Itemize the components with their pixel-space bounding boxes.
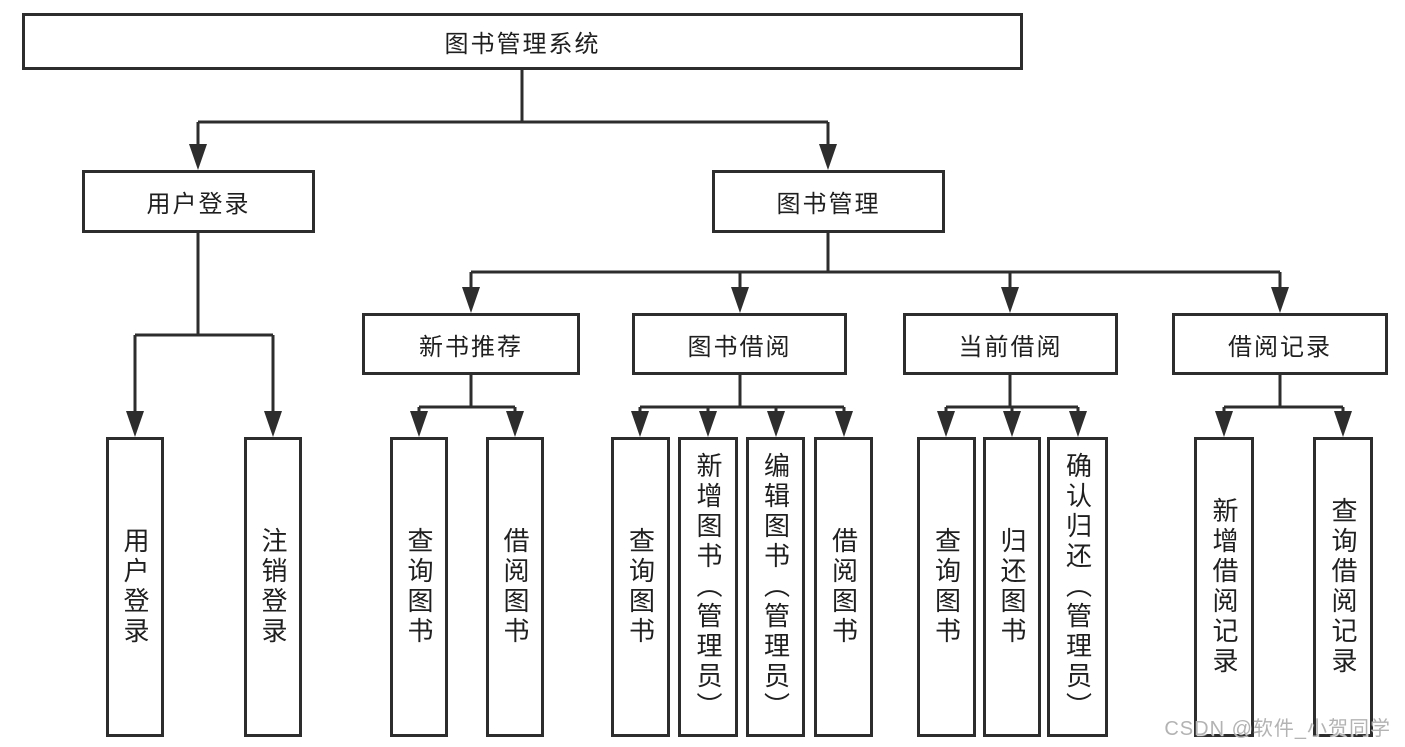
node-label: 新增借阅记录 bbox=[1209, 497, 1239, 677]
arrowhead-icon bbox=[506, 411, 524, 437]
node-label: 编辑图书（管理员） bbox=[760, 452, 791, 722]
arrowhead-icon bbox=[835, 411, 853, 437]
leaf-query-books-recommend: 查询图书 bbox=[390, 437, 448, 737]
leaf-confirm-return-admin: 确认归还（管理员） bbox=[1047, 437, 1108, 737]
arrowhead-icon bbox=[264, 411, 282, 437]
arrowhead-icon bbox=[767, 411, 785, 437]
arrowhead-icon bbox=[699, 411, 717, 437]
node-label: 借阅图书 bbox=[500, 527, 530, 647]
leaf-add-books-admin: 新增图书（管理员） bbox=[678, 437, 738, 737]
arrowhead-icon bbox=[1271, 287, 1289, 313]
node-label: 查询图书 bbox=[625, 527, 656, 647]
node-label: 用户登录 bbox=[120, 527, 150, 647]
arrowhead-icon bbox=[1001, 287, 1019, 313]
node-label: 图书管理 bbox=[776, 191, 881, 218]
arrowhead-icon bbox=[126, 411, 144, 437]
node-book-borrowing: 图书借阅 bbox=[632, 313, 847, 375]
leaf-return-books: 归还图书 bbox=[983, 437, 1041, 737]
node-book-management: 图书管理 bbox=[712, 170, 945, 233]
node-label: 查询图书 bbox=[404, 527, 434, 647]
node-label: 借阅记录 bbox=[1228, 333, 1332, 361]
node-label: 当前借阅 bbox=[958, 333, 1063, 361]
node-user-login: 用户登录 bbox=[82, 170, 315, 233]
arrowhead-icon bbox=[1215, 411, 1233, 437]
node-label: 确认归还（管理员） bbox=[1062, 452, 1093, 722]
node-label: 查询借阅记录 bbox=[1328, 497, 1358, 677]
arrowhead-icon bbox=[937, 411, 955, 437]
leaf-borrow-books: 借阅图书 bbox=[814, 437, 873, 737]
leaf-user-login: 用户登录 bbox=[106, 437, 164, 737]
arrowhead-icon bbox=[731, 287, 749, 313]
watermark: CSDN @软件_小贺同学 bbox=[1164, 718, 1391, 740]
arrowhead-icon bbox=[1069, 411, 1087, 437]
arrowhead-icon bbox=[189, 144, 207, 170]
node-label: 注销登录 bbox=[258, 527, 288, 647]
leaf-borrow-books-recommend: 借阅图书 bbox=[486, 437, 544, 737]
arrowhead-icon bbox=[819, 144, 837, 170]
leaf-query-borrow-record: 查询借阅记录 bbox=[1313, 437, 1373, 737]
node-label: 归还图书 bbox=[997, 527, 1027, 647]
leaf-query-books-borrow: 查询图书 bbox=[611, 437, 670, 737]
node-label: 借阅图书 bbox=[828, 527, 859, 647]
node-current-borrowing: 当前借阅 bbox=[903, 313, 1118, 375]
arrowhead-icon bbox=[631, 411, 649, 437]
arrowhead-icon bbox=[1334, 411, 1352, 437]
leaf-logout: 注销登录 bbox=[244, 437, 302, 737]
node-label: 图书借阅 bbox=[687, 333, 792, 361]
leaf-edit-books-admin: 编辑图书（管理员） bbox=[746, 437, 805, 737]
arrowhead-icon bbox=[410, 411, 428, 437]
node-label: 用户登录 bbox=[146, 191, 251, 218]
arrowhead-icon bbox=[1003, 411, 1021, 437]
leaf-add-borrow-record: 新增借阅记录 bbox=[1194, 437, 1254, 737]
node-label: 图书管理系统 bbox=[444, 31, 601, 58]
node-label: 查询图书 bbox=[931, 527, 962, 647]
leaf-query-books-current: 查询图书 bbox=[917, 437, 976, 737]
node-label: 新增图书（管理员） bbox=[693, 452, 723, 722]
node-new-book-recommend: 新书推荐 bbox=[362, 313, 580, 375]
node-library-management-system: 图书管理系统 bbox=[22, 13, 1023, 70]
arrowhead-icon bbox=[462, 287, 480, 313]
node-label: 新书推荐 bbox=[419, 333, 523, 361]
node-borrowing-records: 借阅记录 bbox=[1172, 313, 1388, 375]
